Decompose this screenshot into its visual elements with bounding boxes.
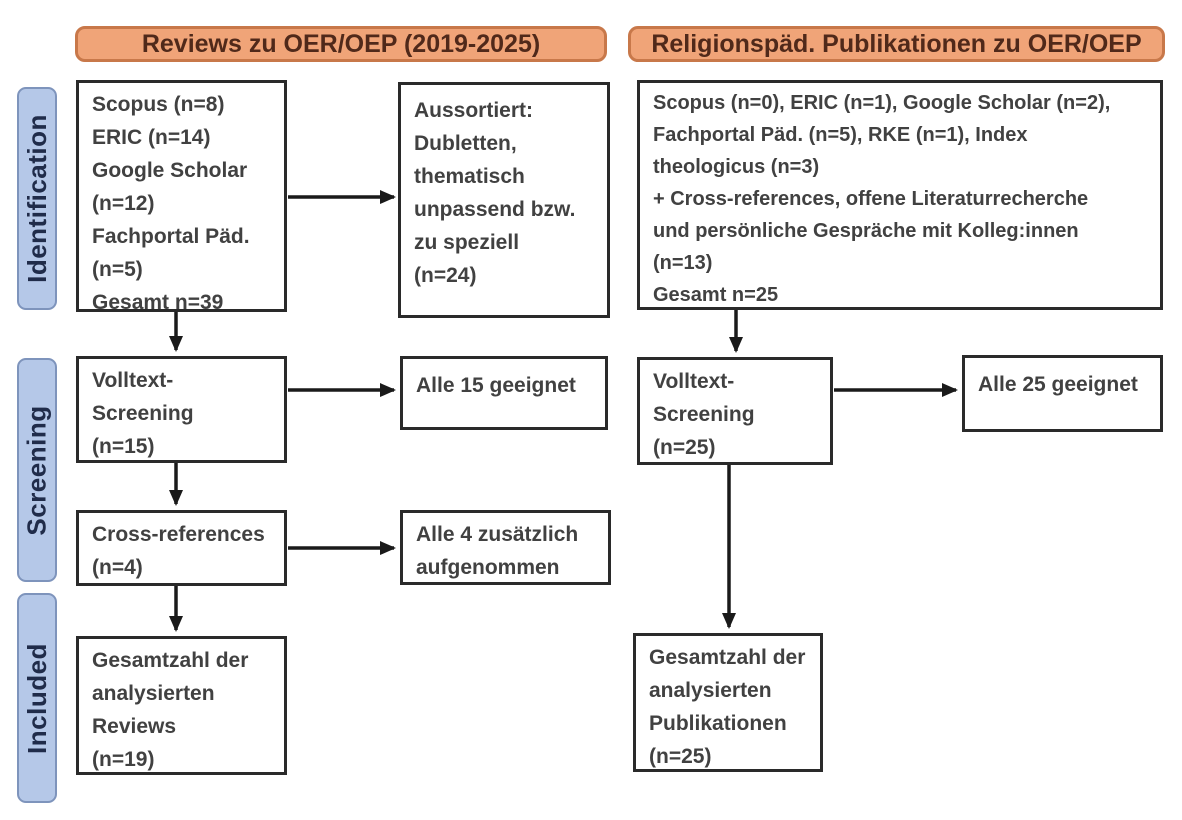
- box-right-total-publications: Gesamtzahl der analysierten Publikatione…: [633, 633, 823, 772]
- column-header-religionspaed: Religionspäd. Publikationen zu OER/OEP: [628, 26, 1165, 62]
- box-left-total-reviews: Gesamtzahl der analysierten Reviews (n=1…: [76, 636, 287, 775]
- box-left-sorted-out: Aussortiert: Dubletten, thematisch unpas…: [398, 82, 610, 318]
- stage-label-screening: Screening: [17, 358, 57, 582]
- box-right-sources: Scopus (n=0), ERIC (n=1), Google Scholar…: [637, 80, 1163, 310]
- stage-label-identification: Identification: [17, 87, 57, 310]
- stage-label-text: Included: [21, 642, 52, 754]
- stage-label-text: Identification: [21, 114, 52, 283]
- box-left-sources: Scopus (n=8) ERIC (n=14) Google Scholar …: [76, 80, 287, 314]
- box-right-fulltext-screening: Volltext- Screening (n=25): [637, 357, 833, 465]
- stage-label-included: Included: [17, 593, 57, 803]
- box-left-cross-references: Cross-references (n=4): [76, 510, 287, 586]
- column-header-reviews: Reviews zu OER/OEP (2019-2025): [75, 26, 607, 62]
- box-left-fulltext-screening: Volltext- Screening (n=15): [76, 356, 287, 463]
- box-left-all-suitable: Alle 15 geeignet: [400, 356, 608, 430]
- box-left-additional-included: Alle 4 zusätzlich aufgenommen: [400, 510, 611, 585]
- stage-label-text: Screening: [21, 404, 52, 536]
- box-right-all-suitable: Alle 25 geeignet: [962, 355, 1163, 432]
